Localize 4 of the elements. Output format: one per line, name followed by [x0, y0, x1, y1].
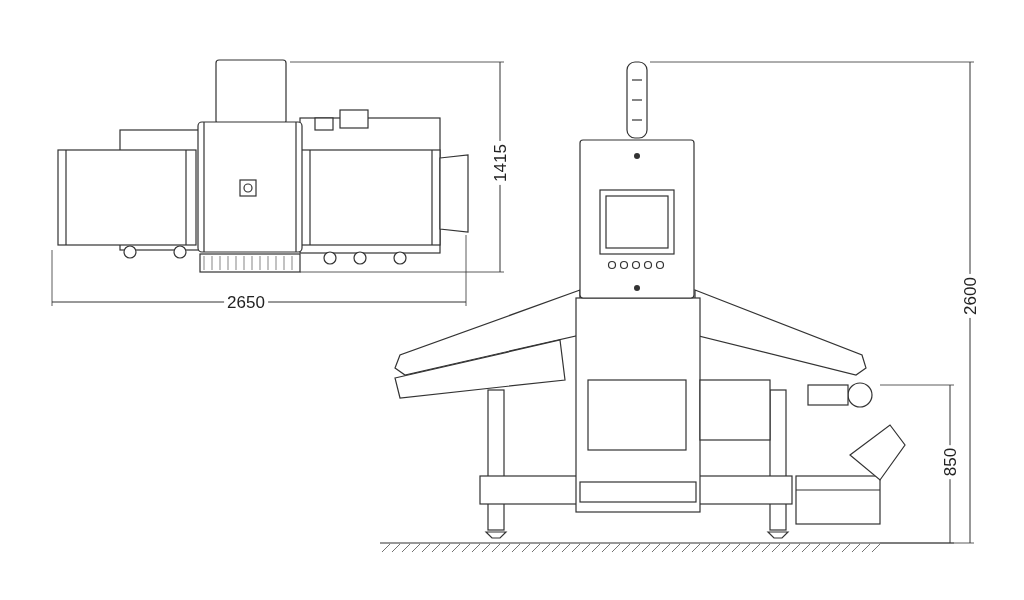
dimension-label: 850 [941, 444, 959, 480]
dimension-label: 2650 [224, 293, 268, 311]
dimension-label: 2600 [961, 274, 979, 318]
dimension-label: 1415 [491, 141, 509, 185]
